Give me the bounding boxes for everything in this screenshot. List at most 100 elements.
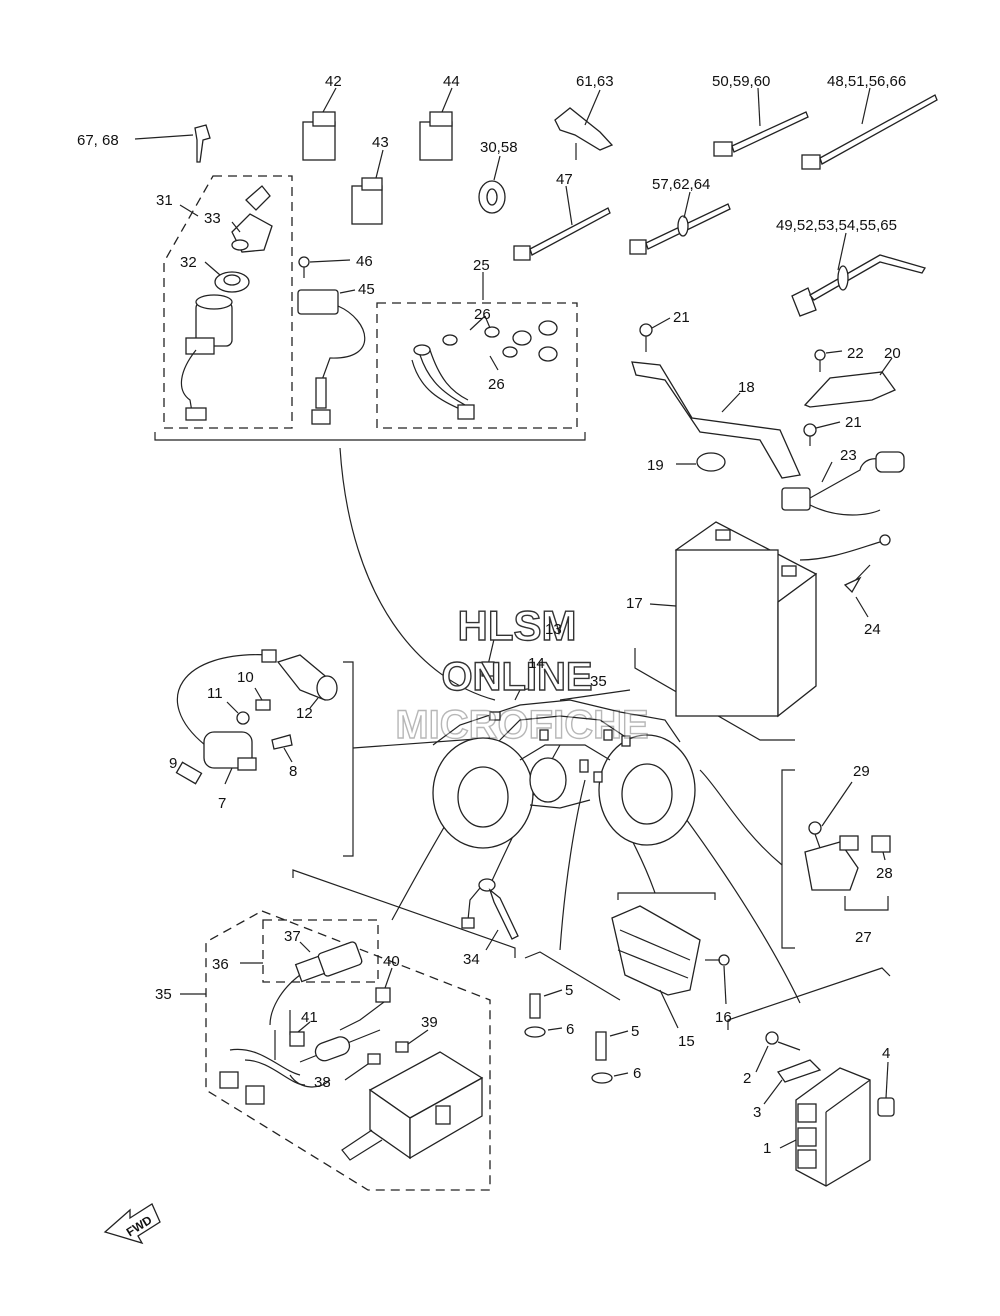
key-part <box>134 124 211 163</box>
clip-22 <box>814 349 843 372</box>
callout-9: 9 <box>169 755 177 772</box>
sub-harness-25 <box>411 272 558 420</box>
leader-ignition <box>339 447 496 701</box>
group-box-harness-25 <box>376 302 578 429</box>
damper-19 <box>676 452 726 472</box>
callout-5a: 5 <box>565 982 573 999</box>
callout-50-59-60: 50,59,60 <box>712 73 770 90</box>
resistor-45-assembly <box>297 256 366 425</box>
callout-12: 12 <box>296 705 313 722</box>
cable-tie-50 <box>713 87 809 157</box>
callout-57-62-64: 57,62,64 <box>652 176 710 193</box>
bracket-left <box>343 661 354 857</box>
callout-31: 31 <box>156 192 173 209</box>
battery-17 <box>649 521 818 718</box>
callout-17: 17 <box>626 595 643 612</box>
callout-27: 27 <box>855 929 872 946</box>
callout-23: 23 <box>840 447 857 464</box>
leader-battery <box>559 689 631 701</box>
callout-44: 44 <box>443 73 460 90</box>
callout-18: 18 <box>738 379 755 396</box>
callout-35b: 35 <box>155 986 172 1003</box>
watermark-line3: MICROFICHE <box>395 703 648 747</box>
bracket-top <box>154 432 586 441</box>
callout-28: 28 <box>876 865 893 882</box>
bracket-relay <box>781 769 795 949</box>
harness-35-contents <box>180 941 484 1161</box>
clamp-30-58 <box>478 155 506 214</box>
callout-29: 29 <box>853 763 870 780</box>
callout-41: 41 <box>301 1009 318 1026</box>
callout-39: 39 <box>421 1014 438 1031</box>
main-switch-assembly <box>179 185 273 421</box>
battery-lead-24 <box>799 534 891 618</box>
atv-vehicle-sketch <box>432 634 696 849</box>
callout-21a: 21 <box>673 309 690 326</box>
callout-21b: 21 <box>845 414 862 431</box>
callout-3: 3 <box>753 1104 761 1121</box>
bolt-21-bottom <box>803 421 841 446</box>
bracket-bolt5 <box>524 951 621 1001</box>
rectifier-regulator-15 <box>611 905 730 1029</box>
callout-labels: 42 44 61,63 50,59,60 48,51,56,66 67, 68 … <box>77 73 906 1157</box>
callout-61-63: 61,63 <box>576 73 614 90</box>
callout-14: 14 <box>528 655 545 672</box>
callout-38: 38 <box>314 1074 331 1091</box>
ignition-coil-7 <box>175 649 338 785</box>
cable-tie-48 <box>801 87 938 170</box>
callout-49-65: 49,52,53,54,55,65 <box>776 217 897 234</box>
group-box-harness-35 <box>205 910 491 1191</box>
callout-16: 16 <box>715 1009 732 1026</box>
fwd-arrow-icon: FWD <box>103 1203 161 1245</box>
callout-19: 19 <box>647 457 664 474</box>
callout-20: 20 <box>884 345 901 362</box>
connector-43 <box>351 149 384 225</box>
callout-6a: 6 <box>566 1021 574 1038</box>
bolt-5-washer-6-left <box>524 989 563 1038</box>
watermark-line2: ONLINE <box>441 655 592 699</box>
bracket-18 <box>631 361 801 479</box>
cover-20 <box>803 357 896 408</box>
callout-26a: 26 <box>474 306 491 323</box>
callout-36: 36 <box>212 956 229 973</box>
callout-35a: 35 <box>590 673 607 690</box>
callout-5b: 5 <box>631 1023 639 1040</box>
callout-1: 1 <box>763 1140 771 1157</box>
fuse-holder-23 <box>781 451 905 516</box>
cable-tie-57 <box>629 191 731 255</box>
callout-22: 22 <box>847 345 864 362</box>
callout-43: 43 <box>372 134 389 151</box>
leader-relay <box>699 769 783 866</box>
callout-10: 10 <box>237 669 254 686</box>
bracket-27 <box>844 896 889 911</box>
callout-32: 32 <box>180 254 197 271</box>
starter-relay-27 <box>804 781 891 891</box>
callout-45: 45 <box>358 281 375 298</box>
callout-34: 34 <box>463 951 480 968</box>
leader-bolt <box>559 779 586 951</box>
callout-42: 42 <box>325 73 342 90</box>
cable-tie-47 <box>513 185 611 261</box>
callout-7: 7 <box>218 795 226 812</box>
watermark: HLSM ONLINE MICROFICHE <box>395 601 650 747</box>
callout-33: 33 <box>204 210 221 227</box>
sensor-34 <box>461 878 519 951</box>
callout-46: 46 <box>356 253 373 270</box>
group-box-harness-36 <box>262 919 379 983</box>
callout-2: 2 <box>743 1070 751 1087</box>
cdi-unit-1 <box>755 1031 895 1187</box>
callout-8: 8 <box>289 763 297 780</box>
callout-4: 4 <box>882 1045 890 1062</box>
callout-47: 47 <box>556 171 573 188</box>
callout-37: 37 <box>284 928 301 945</box>
callout-48-51-56-66: 48,51,56,66 <box>827 73 906 90</box>
cable-tie-49 <box>791 232 926 317</box>
connector-44 <box>419 87 453 161</box>
callout-30-58: 30,58 <box>480 139 518 156</box>
callout-40: 40 <box>383 953 400 970</box>
callout-6b: 6 <box>633 1065 641 1082</box>
callout-24: 24 <box>864 621 881 638</box>
bolt-21-top <box>639 317 671 352</box>
callout-13: 13 <box>545 621 562 638</box>
